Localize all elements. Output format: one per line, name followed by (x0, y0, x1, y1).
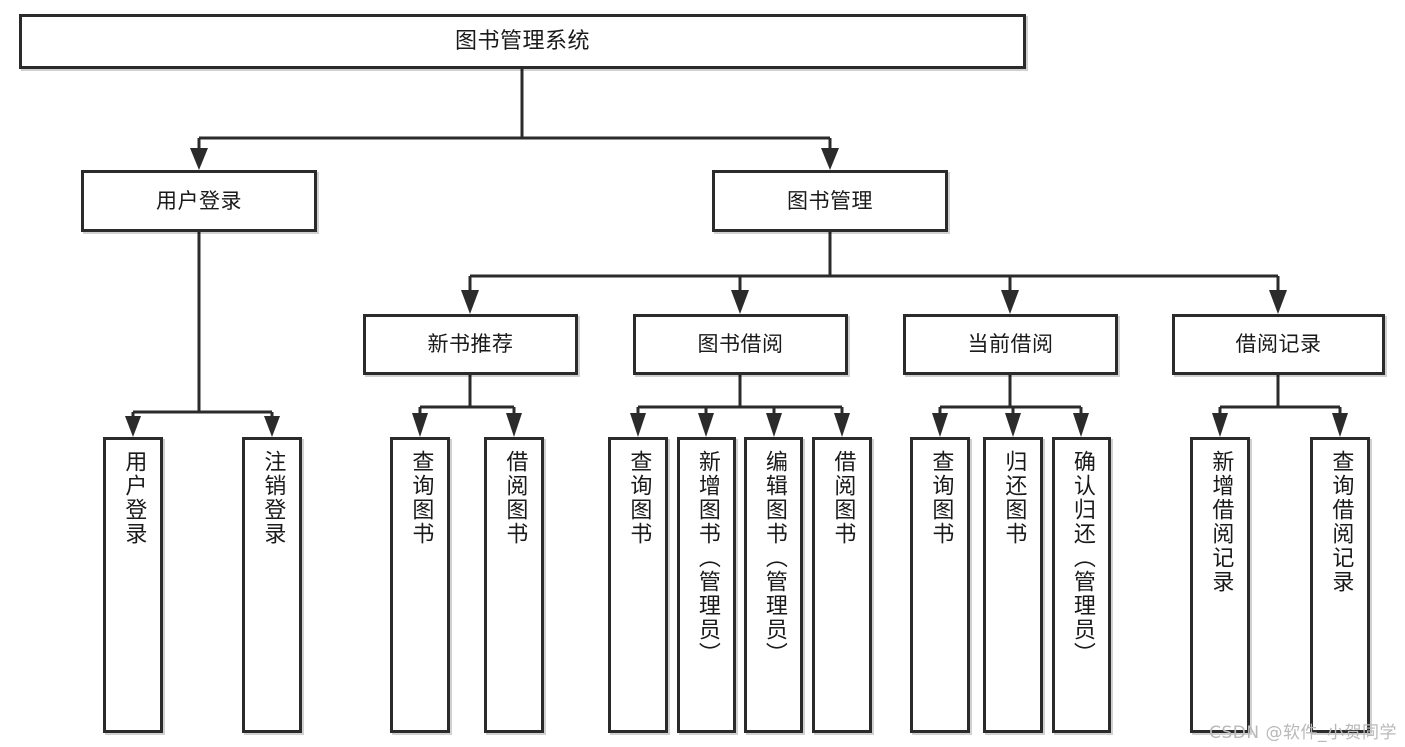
leaf-borrow-book-recommend-label: 借阅图书 (502, 450, 528, 546)
leaf-add-book-admin-label: 新增图书（管理员） (694, 450, 720, 666)
node-user-login[interactable]: 用户登录 (81, 170, 317, 232)
leaf-query-book-borrow[interactable]: 查询图书 (608, 437, 668, 733)
node-current-borrow[interactable]: 当前借阅 (903, 314, 1118, 375)
leaf-query-book-recommend[interactable]: 查询图书 (390, 437, 450, 733)
leaf-borrow-book-recommend[interactable]: 借阅图书 (484, 437, 544, 733)
node-borrow-record[interactable]: 借阅记录 (1172, 314, 1385, 375)
leaf-query-borrow-record-label: 查询借阅记录 (1328, 450, 1354, 594)
node-borrow-record-label: 借阅记录 (1235, 332, 1322, 356)
node-root-label: 图书管理系统 (454, 28, 590, 54)
arrowhead-borrow-4 (834, 413, 850, 437)
leaf-borrow-book-label: 借阅图书 (830, 450, 856, 546)
leaf-query-book-current[interactable]: 查询图书 (910, 437, 970, 733)
arrowhead-login-1 (125, 416, 141, 437)
leaf-edit-book-admin-label: 编辑图书（管理员） (761, 450, 787, 666)
node-book-management[interactable]: 图书管理 (712, 170, 948, 232)
node-root[interactable]: 图书管理系统 (19, 14, 1026, 69)
node-user-login-label: 用户登录 (156, 188, 242, 213)
leaf-query-book-borrow-label: 查询图书 (626, 450, 652, 546)
leaf-add-borrow-record-label: 新增借阅记录 (1208, 450, 1234, 594)
arrowhead-level3-4 (1269, 290, 1287, 314)
leaf-add-borrow-record[interactable]: 新增借阅记录 (1190, 437, 1250, 733)
node-book-borrow-label: 图书借阅 (697, 332, 784, 356)
leaf-user-login-label: 用户登录 (121, 450, 147, 546)
leaf-logout[interactable]: 注销登录 (242, 437, 302, 733)
leaf-query-book-recommend-label: 查询图书 (408, 450, 434, 546)
leaf-borrow-book[interactable]: 借阅图书 (812, 437, 872, 733)
arrowhead-current-3 (1073, 413, 1089, 437)
node-book-management-label: 图书管理 (787, 188, 873, 213)
leaf-query-borrow-record[interactable]: 查询借阅记录 (1310, 437, 1370, 733)
node-new-book-recommend[interactable]: 新书推荐 (363, 314, 578, 375)
leaf-query-book-current-label: 查询图书 (928, 450, 954, 546)
leaf-return-book[interactable]: 归还图书 (983, 437, 1043, 733)
arrowhead-login-2 (264, 416, 280, 437)
arrowhead-record-1 (1212, 413, 1228, 437)
leaf-edit-book-admin[interactable]: 编辑图书（管理员） (744, 437, 803, 733)
arrowhead-level3-3 (1001, 290, 1019, 314)
leaf-logout-label: 注销登录 (260, 450, 286, 546)
arrowhead-borrow-1 (630, 413, 646, 437)
arrowhead-level2-1 (190, 148, 208, 170)
arrowhead-current-2 (1005, 413, 1021, 437)
arrowhead-borrow-2 (698, 413, 714, 437)
arrowhead-level3-1 (461, 290, 479, 314)
node-current-borrow-label: 当前借阅 (967, 332, 1054, 356)
leaf-confirm-return-admin-label: 确认归还（管理员） (1069, 450, 1095, 666)
arrowhead-record-2 (1332, 413, 1348, 437)
arrowhead-current-1 (932, 413, 948, 437)
arrowhead-newbook-2 (506, 413, 522, 437)
arrowhead-level2-2 (821, 148, 839, 170)
arrowhead-newbook-1 (412, 413, 428, 437)
arrowhead-level3-2 (731, 290, 749, 314)
node-new-book-recommend-label: 新书推荐 (427, 332, 514, 356)
leaf-user-login[interactable]: 用户登录 (103, 437, 163, 733)
leaf-confirm-return-admin[interactable]: 确认归还（管理员） (1052, 437, 1111, 733)
node-book-borrow[interactable]: 图书借阅 (633, 314, 848, 375)
arrowhead-borrow-3 (766, 413, 782, 437)
leaf-add-book-admin[interactable]: 新增图书（管理员） (677, 437, 736, 733)
leaf-return-book-label: 归还图书 (1001, 450, 1027, 546)
